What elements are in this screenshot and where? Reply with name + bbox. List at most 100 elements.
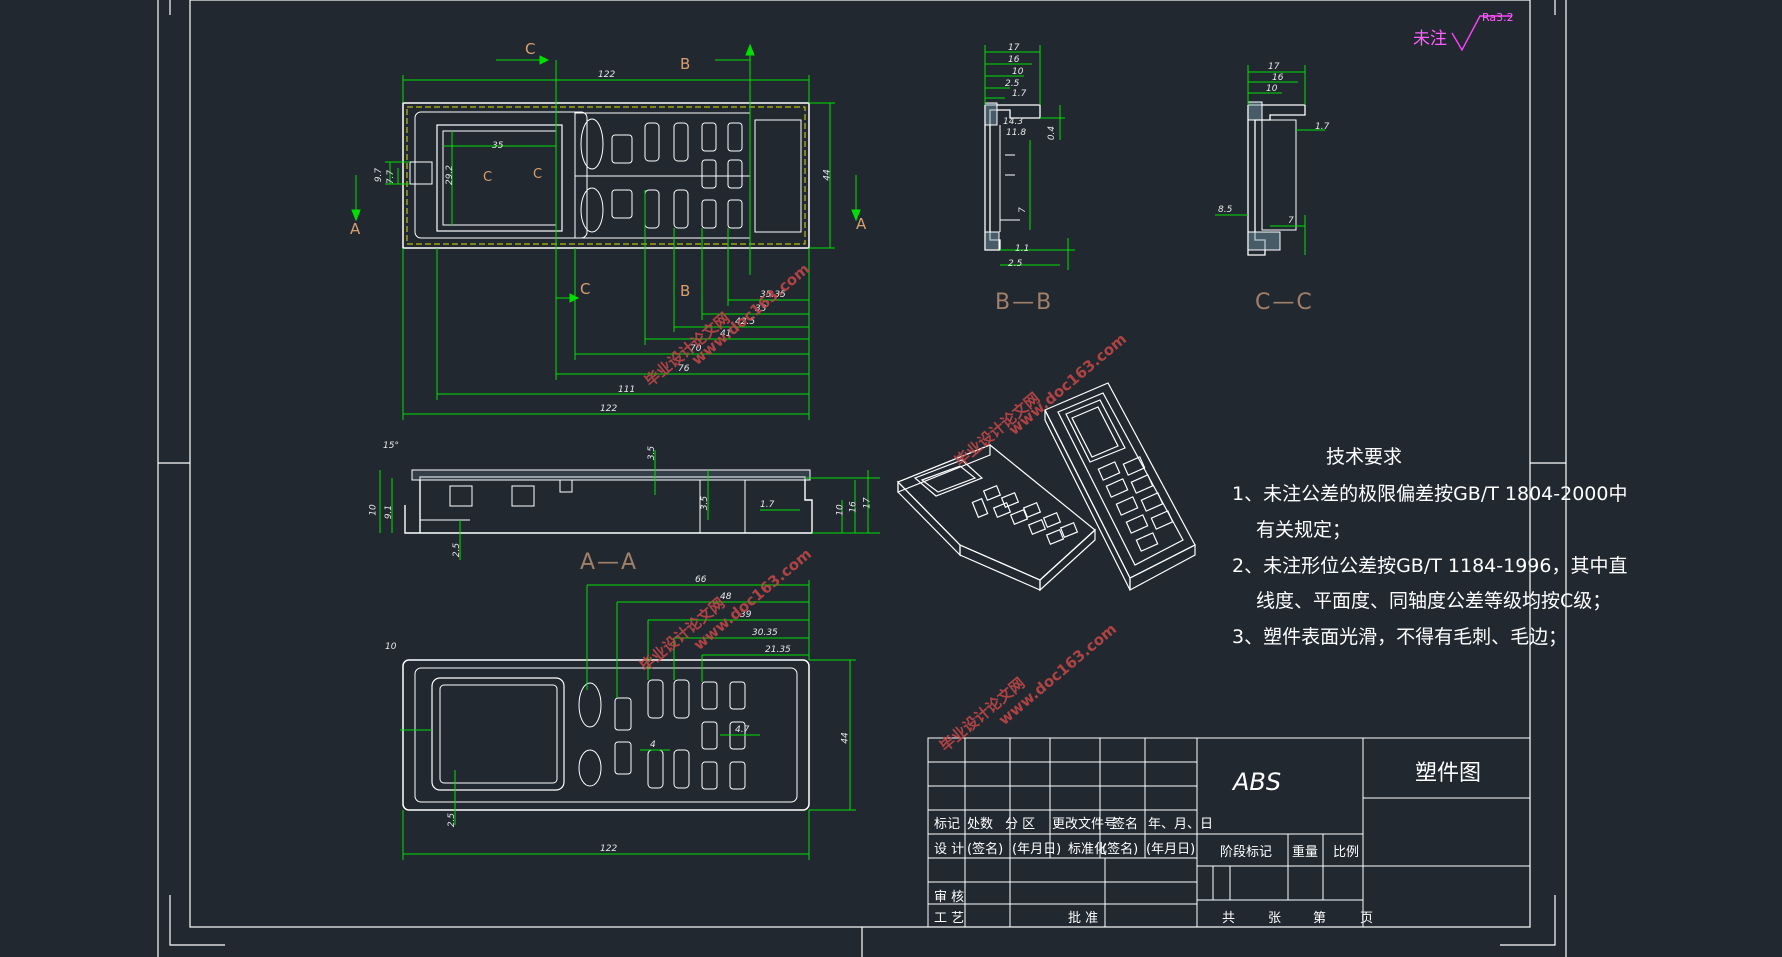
dim-top-44: 44 <box>822 169 833 181</box>
material-label: ABS <box>1233 768 1282 796</box>
dim-bb-16: 16 <box>1008 55 1020 65</box>
dim-top-7-7: 7.7 <box>386 169 397 185</box>
roughness-symbol <box>1451 15 1512 52</box>
dim-bot-10: 10 <box>385 642 397 652</box>
dim-bot-30-35: 30.35 <box>752 628 778 638</box>
tb-design-sign: (签名) <box>967 842 1004 857</box>
section-bb-view <box>984 45 1075 270</box>
tech-req-line-5: 3、塑件表面光滑，不得有毛刺、毛边； <box>1232 626 1568 648</box>
dim-top-29: 29.2 <box>445 164 456 186</box>
tech-req-line-4: 线度、平面度、同轴度公差等级均按C级； <box>1256 590 1612 612</box>
dim-cc-7: 7 <box>1288 216 1294 226</box>
tb-process: 工 艺 <box>934 911 965 926</box>
dim-top-111: 111 <box>618 385 636 395</box>
dim-top-70: 70 <box>690 344 702 354</box>
dim-aa-10: 10 <box>368 504 379 516</box>
tb-header-date: 年、月、日 <box>1148 817 1214 832</box>
dim-aa-1-7: 1.7 <box>760 500 775 510</box>
dim-bot-66: 66 <box>695 575 707 585</box>
tb-header-mark: 标记 <box>934 817 961 832</box>
tech-req-line-1: 1、未注公差的极限偏差按GB/T 1804-2000中 <box>1232 483 1628 505</box>
dim-bot-4-7: 4.7 <box>735 725 750 735</box>
tb-weight: 重量 <box>1292 845 1319 860</box>
section-mark-a-right: A <box>856 215 867 233</box>
isometric-view-front <box>896 444 1096 592</box>
roughness-value: Ra3.2 <box>1482 11 1514 24</box>
dim-bot-122: 122 <box>600 844 618 854</box>
tb-sheet-total: 共 <box>1222 911 1236 926</box>
dim-top-41: 41 <box>720 329 732 339</box>
dim-top-33: 33 <box>755 304 767 314</box>
dim-bb-1-7: 1.7 <box>1012 89 1027 99</box>
dim-top-bottom-122: 122 <box>600 404 618 414</box>
tb-design: 设 计 <box>934 842 965 857</box>
title-block <box>927 737 1531 928</box>
dim-top-122: 122 <box>598 70 616 80</box>
tb-header-zone: 分 区 <box>1005 817 1036 832</box>
section-mark-c-inner-left: C <box>483 170 493 185</box>
tb-approve: 批 准 <box>1068 911 1099 926</box>
tb-header-sign: 签名 <box>1112 817 1139 832</box>
view-label-bb: B—B <box>995 290 1054 315</box>
dim-bb-7: 7 <box>1017 207 1028 213</box>
dim-aa-2-5: 2.5 <box>452 542 463 558</box>
dim-cc-16: 16 <box>1272 73 1284 83</box>
dim-aa-3-5: 3.5 <box>647 445 658 461</box>
dim-bot-2-5: 2.5 <box>447 812 458 828</box>
isometric-view-back <box>1044 382 1196 592</box>
dim-cc-8-5: 8.5 <box>1218 205 1233 215</box>
section-aa-view <box>379 450 880 560</box>
section-mark-c-top: C <box>525 40 536 58</box>
dim-bb-10: 10 <box>1012 67 1024 77</box>
tb-standard-sign: (签名) <box>1102 842 1139 857</box>
section-mark-c-inner-right: C <box>533 167 543 182</box>
tb-design-date: (年月日) <box>1012 842 1062 857</box>
dim-bb-14-3: 14.3 <box>1003 117 1024 127</box>
dim-aa-3-5b: 3.5 <box>700 495 711 511</box>
tb-sheet-page: 页 <box>1360 911 1374 926</box>
tech-req-line-2: 有关规定； <box>1256 519 1352 541</box>
tb-standard-date: (年月日) <box>1146 842 1196 857</box>
dim-cc-10: 10 <box>1266 84 1278 94</box>
dim-cc-1-7: 1.7 <box>1315 122 1330 132</box>
dim-cc-17: 17 <box>1268 62 1280 72</box>
tech-req-title: 技术要求 <box>1326 446 1403 468</box>
dim-bb-0-4: 0.4 <box>1047 125 1058 141</box>
tb-review: 审 核 <box>934 890 965 905</box>
dim-top-35-35: 35.35 <box>760 290 786 300</box>
tb-header-doc: 更改文件号 <box>1052 817 1118 832</box>
dim-bb-2-5b: 2.5 <box>1008 259 1023 269</box>
dim-top-76: 76 <box>678 364 690 374</box>
section-mark-b-top: B <box>680 55 691 73</box>
dim-bot-44: 44 <box>840 732 851 744</box>
tb-sheet-no: 第 <box>1313 911 1327 926</box>
dim-aa-10b: 10 <box>835 504 846 516</box>
tb-header-count: 处数 <box>967 817 994 832</box>
tb-stage: 阶段标记 <box>1220 845 1273 860</box>
dim-bb-2-5: 2.5 <box>1005 79 1020 89</box>
drawing-name: 塑件图 <box>1415 761 1482 786</box>
top-view <box>351 43 861 420</box>
tb-sheet-unit: 张 <box>1268 911 1282 926</box>
tb-scale: 比例 <box>1333 845 1360 860</box>
dim-bot-48: 48 <box>720 592 732 602</box>
dim-top-35: 35 <box>492 141 504 151</box>
tech-req-line-3: 2、未注形位公差按GB/T 1184-1996，其中直 <box>1232 555 1628 577</box>
dim-bot-4: 4 <box>650 740 656 750</box>
dim-aa-9-1: 9.1 <box>384 504 395 520</box>
section-mark-c-bottom: C <box>580 280 591 298</box>
dim-aa-16: 16 <box>848 501 859 513</box>
roughness-label: 未注 <box>1413 29 1447 49</box>
tb-standard: 标准化 <box>1068 842 1108 857</box>
section-mark-b-bottom: B <box>680 282 691 300</box>
sheet-border <box>157 0 1567 957</box>
section-mark-a-left: A <box>350 220 361 238</box>
bottom-view <box>400 580 856 860</box>
dim-top-42-5: 42.5 <box>735 317 756 327</box>
view-label-aa: A—A <box>580 550 639 575</box>
dim-aa-15deg: 15° <box>383 441 399 451</box>
view-label-cc: C—C <box>1255 290 1314 315</box>
section-cc-view <box>1215 65 1325 256</box>
dim-top-9-7: 9.7 <box>374 167 385 183</box>
